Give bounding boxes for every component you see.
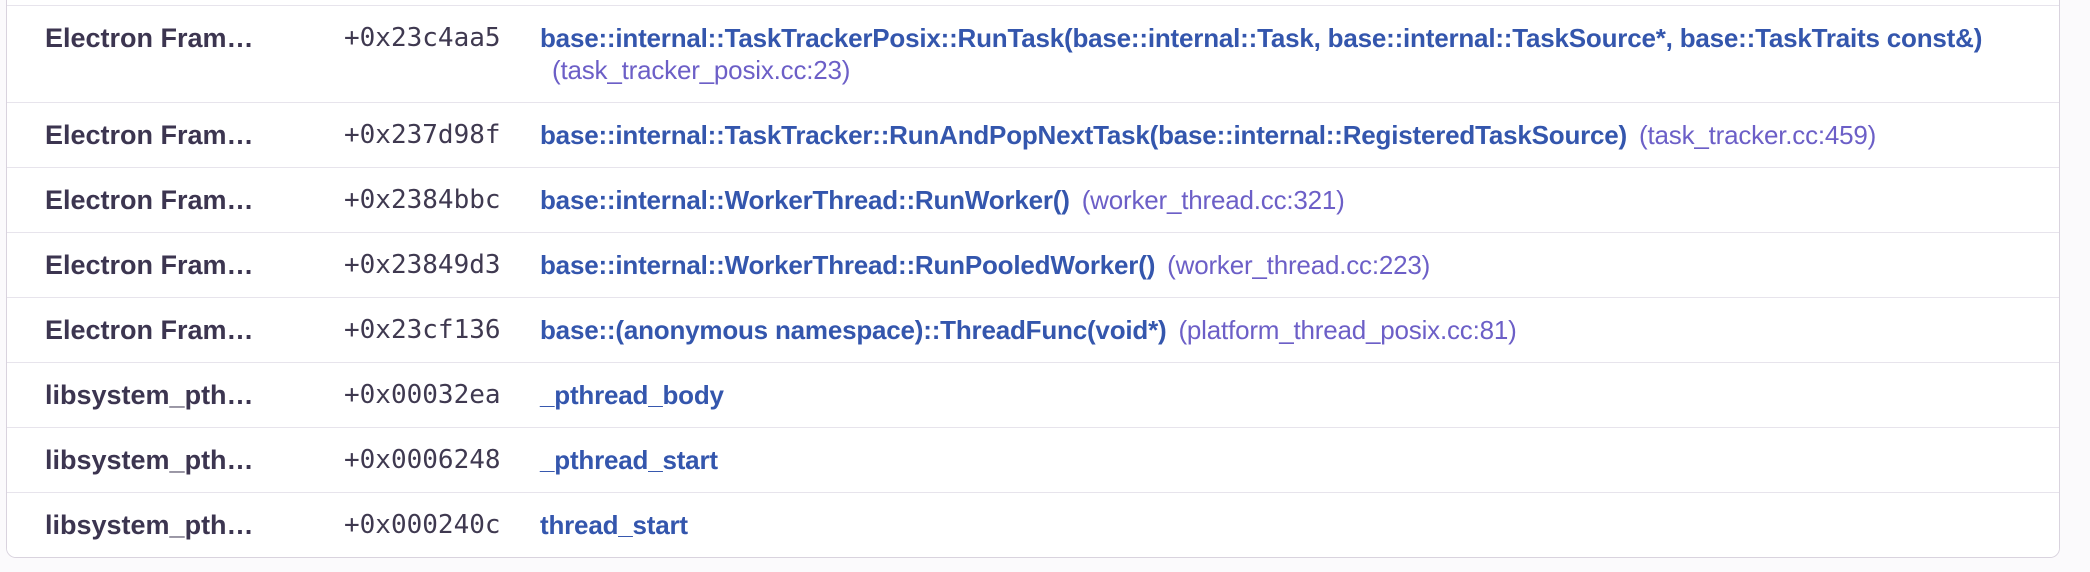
stack-frame-row[interactable]: libsystem_pth… +0x000240c thread_start bbox=[7, 492, 2059, 557]
frame-module-name: Electron Fram… bbox=[45, 120, 254, 150]
frame-function-name: base::internal::WorkerThread::RunPooledW… bbox=[540, 250, 1156, 280]
frame-function-cell: base::internal::TaskTracker::RunAndPopNe… bbox=[540, 119, 2059, 151]
frame-function-cell: base::internal::WorkerThread::RunPooledW… bbox=[540, 249, 2059, 281]
frame-address-offset: +0x23849d3 bbox=[344, 250, 501, 280]
frame-source-link[interactable]: (worker_thread.cc:223) bbox=[1167, 250, 1431, 280]
stack-frame-row[interactable]: Electron Fram… +0x23cf136 base::(anonymo… bbox=[7, 297, 2059, 362]
frame-address-offset: +0x2384bbc bbox=[344, 185, 501, 215]
frame-address-offset: +0x0006248 bbox=[344, 445, 501, 475]
frame-function-name: base::internal::WorkerThread::RunWorker(… bbox=[540, 185, 1070, 215]
frame-address-offset: +0x237d98f bbox=[344, 120, 501, 150]
frame-function-name: base::internal::TaskTracker::RunAndPopNe… bbox=[540, 120, 1628, 150]
stack-frame-row[interactable]: Electron Fram… +0x23849d3 base::internal… bbox=[7, 232, 2059, 297]
frame-function-cell: base::(anonymous namespace)::ThreadFunc(… bbox=[540, 314, 2059, 346]
frame-module-name: Electron Fram… bbox=[45, 23, 254, 53]
frame-function-cell: _pthread_body bbox=[540, 379, 2059, 411]
frame-module-name: Electron Fram… bbox=[45, 185, 254, 215]
frame-function-cell: base::internal::TaskTrackerPosix::RunTas… bbox=[540, 22, 2059, 86]
frame-function-name: _pthread_start bbox=[540, 445, 718, 475]
stack-trace-card: Electron Fram… +0x23c4aa5 base::internal… bbox=[6, 0, 2060, 558]
previous-row-remnant bbox=[7, 0, 2059, 5]
frame-source-link[interactable]: (platform_thread_posix.cc:81) bbox=[1178, 315, 1517, 345]
frame-function-name: base::internal::TaskTrackerPosix::RunTas… bbox=[540, 23, 1983, 53]
frame-function-cell: thread_start bbox=[540, 509, 2059, 541]
stack-frame-row[interactable]: libsystem_pth… +0x00032ea _pthread_body bbox=[7, 362, 2059, 427]
frame-module-name: Electron Fram… bbox=[45, 315, 254, 345]
frame-address-offset: +0x000240c bbox=[344, 510, 501, 540]
frame-module-name: Electron Fram… bbox=[45, 250, 254, 280]
frame-module-name: libsystem_pth… bbox=[45, 380, 254, 410]
stack-frame-row[interactable]: Electron Fram… +0x2384bbc base::internal… bbox=[7, 167, 2059, 232]
frame-source-link[interactable]: (worker_thread.cc:321) bbox=[1081, 185, 1345, 215]
frame-function-name: base::(anonymous namespace)::ThreadFunc(… bbox=[540, 315, 1167, 345]
frame-function-cell: base::internal::WorkerThread::RunWorker(… bbox=[540, 184, 2059, 216]
frame-address-offset: +0x00032ea bbox=[344, 380, 501, 410]
frame-module-name: libsystem_pth… bbox=[45, 510, 254, 540]
frame-function-name: thread_start bbox=[540, 510, 688, 540]
frame-address-offset: +0x23c4aa5 bbox=[344, 23, 501, 53]
stack-frame-row[interactable]: Electron Fram… +0x237d98f base::internal… bbox=[7, 102, 2059, 167]
frame-module-name: libsystem_pth… bbox=[45, 445, 254, 475]
frame-source-link[interactable]: (task_tracker_posix.cc:23) bbox=[552, 55, 851, 85]
stack-frame-list: Electron Fram… +0x23c4aa5 base::internal… bbox=[7, 5, 2059, 557]
frame-function-cell: _pthread_start bbox=[540, 444, 2059, 476]
frame-function-name: _pthread_body bbox=[540, 380, 724, 410]
frame-address-offset: +0x23cf136 bbox=[344, 315, 501, 345]
stack-frame-row[interactable]: libsystem_pth… +0x0006248 _pthread_start bbox=[7, 427, 2059, 492]
stack-frame-row[interactable]: Electron Fram… +0x23c4aa5 base::internal… bbox=[7, 5, 2059, 102]
frame-source-link[interactable]: (task_tracker.cc:459) bbox=[1639, 120, 1877, 150]
